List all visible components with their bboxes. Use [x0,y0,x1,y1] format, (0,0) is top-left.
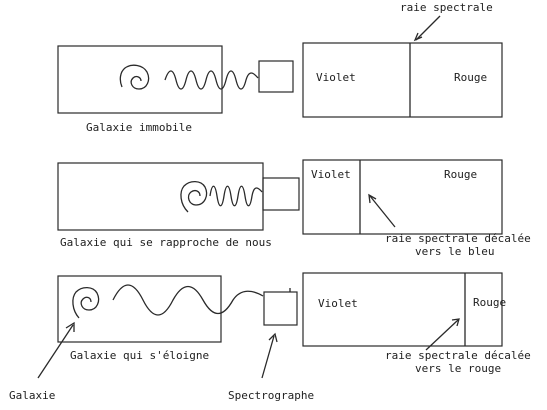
rouge-label: Rouge [444,168,477,181]
spectrograph-box [262,177,300,211]
light-wave-compressed [209,185,263,207]
arrowhead [413,32,423,42]
spiral-galaxy-icon [180,180,208,213]
spectrograph-box [258,60,294,93]
arrowhead [65,321,75,332]
violet-label: Violet [318,297,358,310]
light-wave-stretched [112,284,264,316]
pointer-arrow [425,319,459,351]
spectrograph-box [263,291,298,326]
spectrum-panel [302,159,503,235]
spiral-galaxy-icon [119,64,150,90]
shift-label-line2: vers le rouge [415,362,501,375]
spectrographe-label: Spectrographe [228,389,314,402]
rouge-label: Rouge [473,296,506,309]
spectrum-panel [302,42,503,118]
pointer-arrow [261,335,275,379]
legend-galaxie: Galaxie [9,321,75,402]
violet-label: Violet [311,168,351,181]
legend-spectrographe: Spectrographe [228,332,314,402]
galaxy-frame [57,162,264,231]
arrowhead [368,193,377,204]
spectral-line-label: raie spectrale [400,1,493,14]
galaxie-label: Galaxie [9,389,55,402]
light-wave [164,70,259,90]
violet-label: Violet [316,71,356,84]
pointer-arrow [37,324,74,379]
caption-approaching: Galaxie qui se rapproche de nous [60,236,272,249]
galaxy-frame [57,45,223,114]
arrowhead [451,318,460,327]
row-receding-galaxy: Violet Rouge raie spectrale décalée vers… [57,272,531,375]
row-stationary-galaxy: Violet Rouge raie spectrale Galaxie immo… [57,1,503,134]
rouge-label: Rouge [454,71,487,84]
caption-receding: Galaxie qui s'éloigne [70,349,209,362]
pointer-arrow [369,195,396,228]
caption-stationary: Galaxie immobile [86,121,192,134]
galaxy-frame [57,275,222,343]
row-approaching-galaxy: Violet Rouge raie spectrale décalée vers… [57,159,531,258]
pointer-arrow [415,15,441,41]
arrowhead [268,332,278,343]
shift-label-line1: raie spectrale décalée [385,232,531,245]
shift-label-line1: raie spectrale décalée [385,349,531,362]
shift-label-line2: vers le bleu [415,245,494,258]
spectrum-panel [302,272,503,347]
spiral-galaxy-icon [72,286,100,319]
